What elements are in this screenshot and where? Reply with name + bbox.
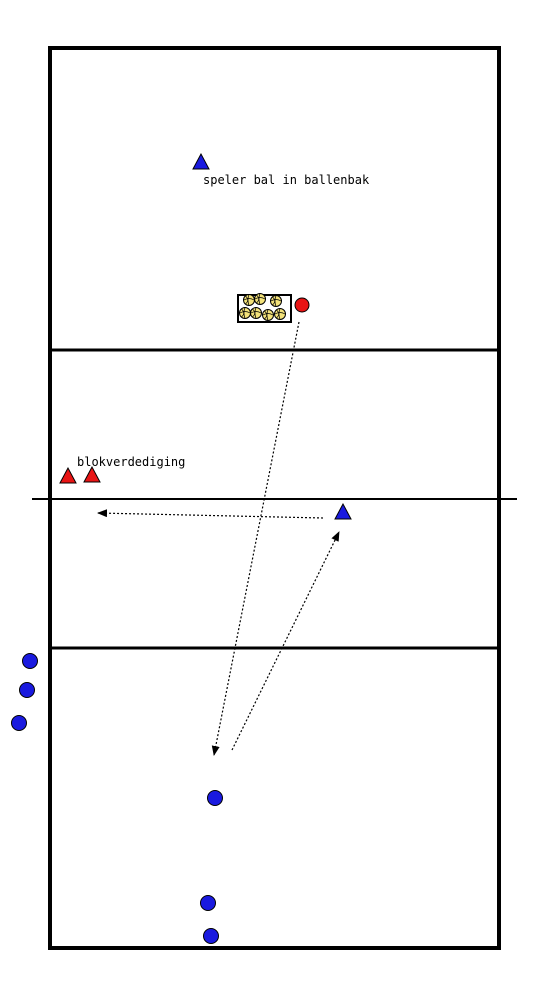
movement-arrows [97,321,340,756]
red-triangle-icon [59,466,77,484]
blue-triangle-icon [334,502,352,520]
blue-circle-icon [19,682,35,698]
blue-circle-icon [203,928,219,944]
arrow-pass [231,531,340,751]
block-label: blokverdediging [77,455,185,469]
ball-basket-icon [237,293,292,323]
blue-triangle-icon [192,152,210,170]
arrow-set [97,509,324,519]
court [32,46,517,950]
red-circle-icon [294,297,310,313]
blue-circle-icon [11,715,27,731]
blue-circle-icon [207,790,223,806]
blue-circle-icon [200,895,216,911]
blue-circle-icon [22,653,38,669]
red-triangle-icon [83,465,101,483]
player-label: speler bal in ballenbak [203,173,370,187]
arrow-feed [211,321,300,756]
